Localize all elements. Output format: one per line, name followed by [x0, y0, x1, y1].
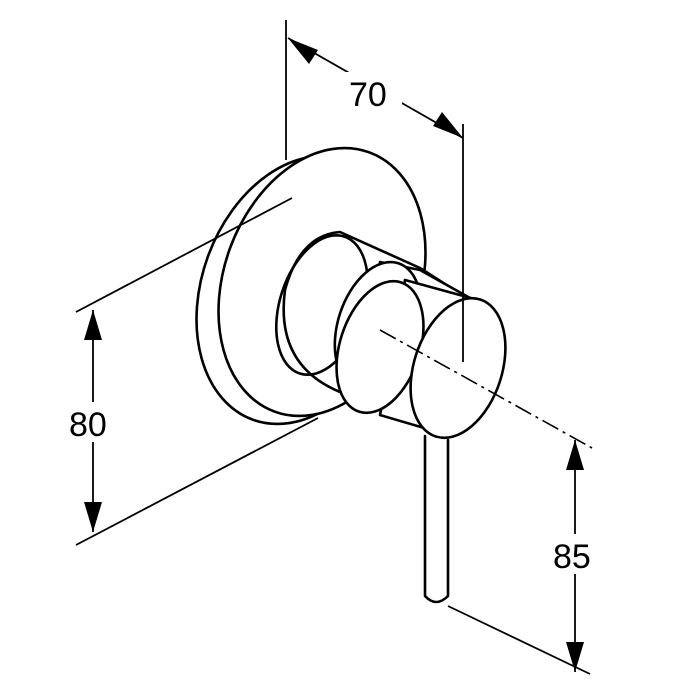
dimension-lever-drop-label: 85 — [553, 538, 591, 576]
dimension-lever-drop — [548, 440, 606, 672]
center-axis-line — [379, 329, 593, 449]
dimension-width — [287, 37, 464, 139]
extension-lines — [75, 20, 591, 675]
dimension-height-label: 80 — [69, 406, 107, 444]
dimension-width-label: 70 — [349, 76, 387, 114]
dimension-height — [64, 310, 122, 532]
handle-cylinder — [335, 278, 507, 440]
lever — [423, 434, 450, 604]
